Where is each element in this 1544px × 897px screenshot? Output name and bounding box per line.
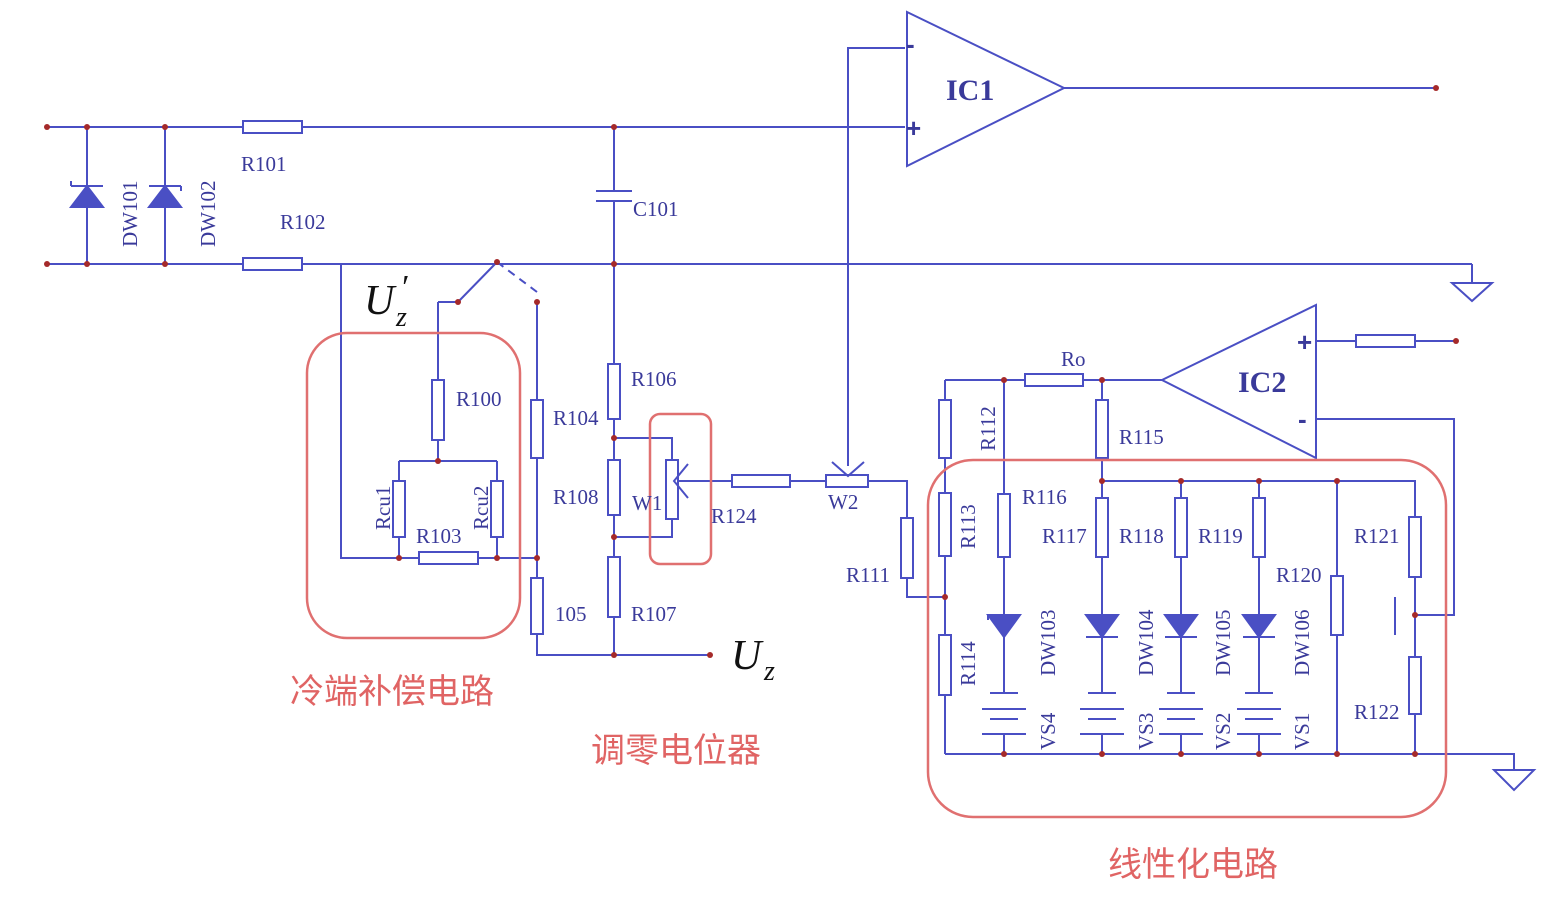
uz-subscript: z	[763, 656, 775, 687]
ic2-label: IC2	[1238, 366, 1286, 399]
uz-prime-subscript: z	[395, 302, 407, 333]
pot-wipers	[672, 461, 1396, 635]
uz-prime-mark: ′	[400, 269, 408, 306]
label-r104: R104	[553, 406, 599, 430]
linearization-box	[926, 458, 1448, 819]
label-dw103: DW103	[1036, 610, 1060, 677]
component-labels: R101 R102 C101 R100 R103 R104 105 R106 R…	[241, 152, 1400, 724]
label-dw101: DW101	[118, 181, 142, 248]
label-vs1: VS1	[1290, 713, 1314, 750]
label-r120: R120	[1276, 563, 1322, 587]
label-r111: R111	[846, 563, 890, 587]
label-105: 105	[555, 602, 587, 626]
vertical-resistors	[392, 363, 1422, 715]
label-r116: R116	[1022, 485, 1067, 509]
uz-prime-symbol: U	[364, 278, 397, 324]
label-r102: R102	[280, 210, 326, 234]
label-r108: R108	[553, 485, 599, 509]
ic2-minus: -	[1298, 404, 1307, 434]
label-r121: R121	[1354, 524, 1400, 548]
label-r112: R112	[976, 406, 1000, 451]
label-r100: R100	[456, 387, 502, 411]
label-w2: W2	[828, 490, 858, 514]
label-vs3: VS3	[1134, 713, 1158, 750]
zero-pot-box	[648, 412, 713, 566]
label-rcu1: Rcu1	[371, 486, 395, 530]
label-r106: R106	[631, 367, 677, 391]
label-dw105: DW105	[1211, 610, 1235, 677]
label-ro: Ro	[1061, 347, 1086, 371]
label-r107: R107	[631, 602, 677, 626]
junction-dots	[44, 85, 1459, 757]
label-dw106: DW106	[1290, 610, 1314, 677]
uz-symbol: U	[731, 633, 764, 679]
ic1-amplifier	[906, 10, 1067, 168]
label-c101: C101	[633, 197, 679, 221]
ic1-minus: -	[906, 29, 915, 59]
caption-zero-pot: 调零电位器	[591, 731, 761, 771]
cold-junction-box	[305, 331, 522, 640]
zener-diodes	[68, 181, 1277, 639]
ic2-plus: +	[1297, 327, 1312, 357]
label-r115: R115	[1119, 425, 1164, 449]
signal-uz: U z	[731, 633, 775, 687]
ic1-plus: +	[906, 113, 921, 143]
label-r114: R114	[956, 641, 980, 686]
ic2-amplifier	[1159, 303, 1317, 460]
label-vs2: VS2	[1211, 713, 1235, 750]
label-w1: W1	[632, 491, 662, 515]
ground-symbols	[1449, 282, 1537, 792]
rotated-labels: DW101 DW102 Rcu1 Rcu2 R112 R113 R114 DW1…	[118, 181, 1314, 751]
label-rcu2: Rcu2	[469, 486, 493, 530]
label-r103: R103	[416, 524, 462, 548]
caption-linearization: 线性化电路	[1108, 845, 1278, 885]
label-r122: R122	[1354, 700, 1400, 724]
label-r113: R113	[956, 504, 980, 549]
caption-cold-junction: 冷端补偿电路	[290, 672, 494, 712]
battery-cells	[982, 692, 1281, 735]
label-r119: R119	[1198, 524, 1243, 548]
horizontal-resistors	[242, 120, 1416, 565]
label-dw102: DW102	[196, 181, 220, 248]
ic1-label: IC1	[946, 74, 994, 107]
label-r124: R124	[711, 504, 757, 528]
label-vs4: VS4	[1036, 712, 1060, 750]
label-r118: R118	[1119, 524, 1164, 548]
capacitor-c101	[596, 190, 632, 202]
label-dw104: DW104	[1134, 609, 1158, 676]
label-r101: R101	[241, 152, 287, 176]
label-r117: R117	[1042, 524, 1087, 548]
signal-uz-prime: U z ′	[364, 269, 408, 333]
